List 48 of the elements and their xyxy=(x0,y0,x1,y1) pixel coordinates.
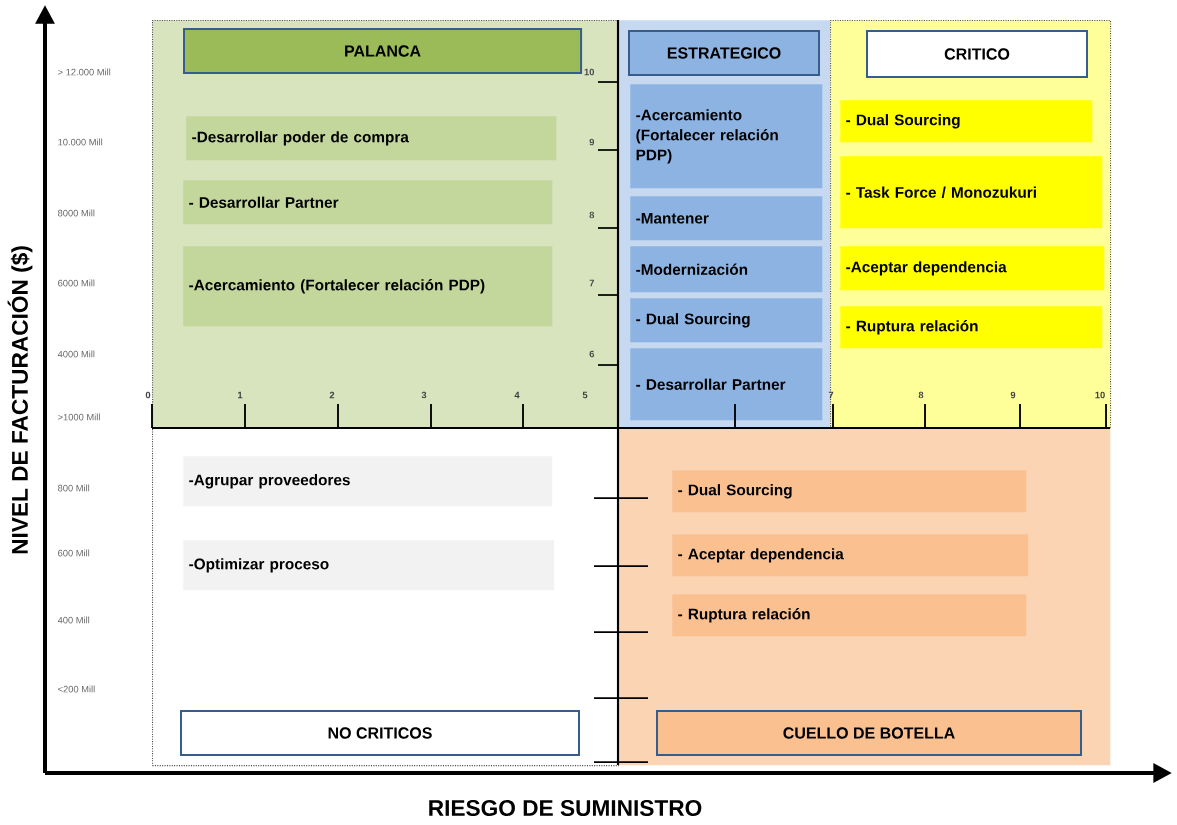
axis-label: <200 Mill xyxy=(58,685,95,693)
strategy-box: - Dual Sourcing xyxy=(630,298,823,343)
strategy-box: - Ruptura relación xyxy=(840,306,1103,349)
scale-number: 8 xyxy=(918,391,924,399)
scale-number: 5 xyxy=(582,391,588,399)
strategy-box: -Aceptar dependencia xyxy=(840,246,1105,291)
strategy-box: - Desarrollar Partner xyxy=(183,180,553,225)
scale-number: 8 xyxy=(589,211,595,219)
axis-title: NIVEL DE FACTURACIÓN ($) xyxy=(7,246,33,554)
strategy-box: -Mantener xyxy=(630,196,823,241)
axis-title: RIESGO DE SUMINISTRO xyxy=(429,800,702,817)
strategy-box: - Dual Sourcing xyxy=(672,470,1027,513)
strategy-box: - Aceptar dependencia xyxy=(672,534,1029,577)
scale-number: 7 xyxy=(589,279,594,287)
strategy-box: - Task Force / Monozukuri xyxy=(840,156,1103,229)
scale-number: 4 xyxy=(514,391,520,399)
strategy-box: - Desarrollar Partner xyxy=(630,348,823,421)
axis-label: > 12.000 Mill xyxy=(58,68,111,76)
quadrant-title-box: ESTRATEGICO xyxy=(628,30,820,76)
strategy-box: -Agrupar proveedores xyxy=(183,456,553,507)
scale-number: 10 xyxy=(584,68,595,76)
scale-number: 6 xyxy=(589,350,595,358)
quadrant-title-box: PALANCA xyxy=(183,28,583,74)
strategy-box: -Acercamiento (Fortalecer relación PDP) xyxy=(183,246,553,327)
strategy-box: -Modernización xyxy=(630,246,823,293)
strategy-box: - Ruptura relación xyxy=(672,594,1027,637)
axis-label: 10.000 Mill xyxy=(58,138,103,146)
strategy-box: -Acercamiento (Fortalecer relación PDP) xyxy=(630,84,823,189)
axis-label: 800 Mill xyxy=(58,484,90,492)
scale-number: 0 xyxy=(145,391,151,399)
scale-number: 10 xyxy=(1095,391,1105,399)
axis-label: 600 Mill xyxy=(58,549,90,557)
quadrant-title-box: NO CRITICOS xyxy=(180,710,580,756)
axis-label: 6000 Mill xyxy=(58,279,95,287)
scale-number: 2 xyxy=(329,391,335,399)
quadrant-title-box: CUELLO DE BOTELLA xyxy=(656,710,1082,756)
scale-number: 1 xyxy=(238,391,243,399)
strategy-box: -Desarrollar poder de compra xyxy=(186,116,557,161)
quadrant-title-box: CRITICO xyxy=(866,30,1088,78)
axis-label: 400 Mill xyxy=(57,616,90,624)
axis-label: 4000 Mill xyxy=(57,350,95,358)
scale-number: 3 xyxy=(421,391,427,399)
scale-number: 9 xyxy=(1010,391,1016,399)
strategy-box: - Dual Sourcing xyxy=(840,100,1093,143)
strategy-box: -Optimizar proceso xyxy=(183,540,555,591)
axis-label: 8000 Mill xyxy=(58,209,95,217)
axis-label: >1000 Mill xyxy=(58,413,100,421)
scale-number: 9 xyxy=(589,138,595,146)
